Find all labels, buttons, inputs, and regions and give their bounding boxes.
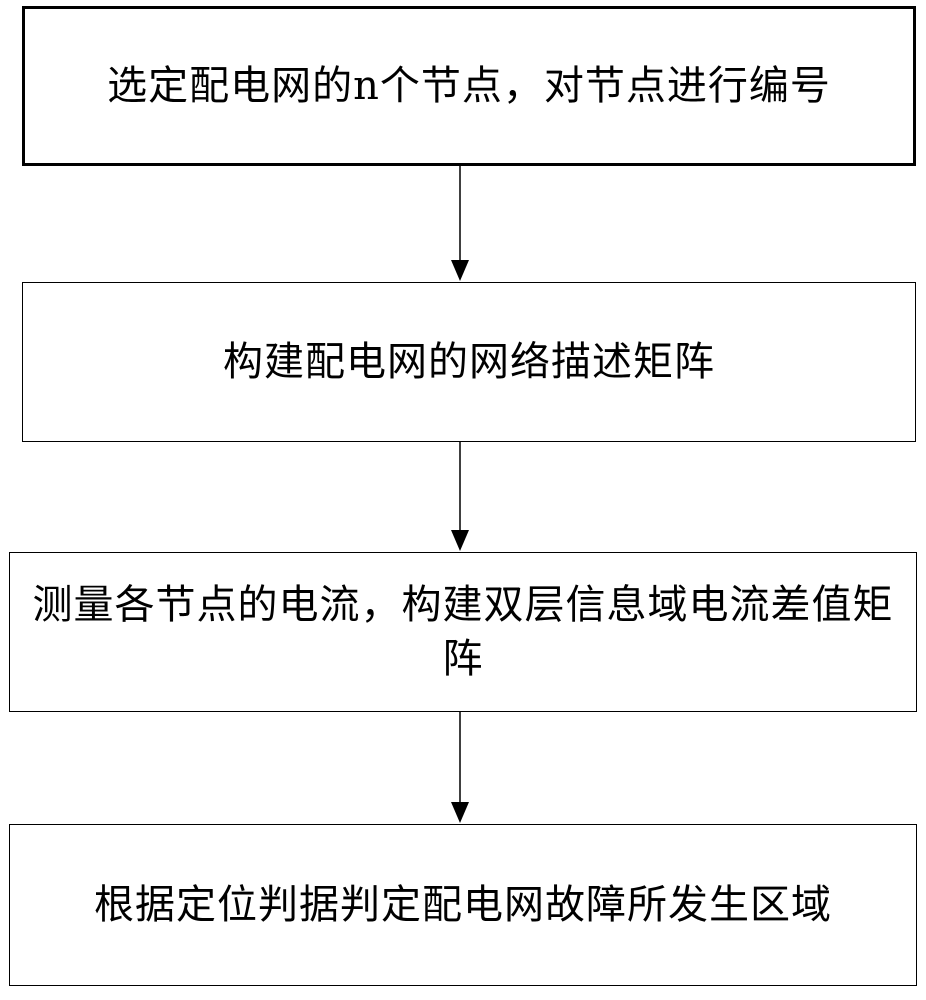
flow-step-2-box: 构建配电网的网络描述矩阵: [22, 282, 916, 442]
flow-step-3-label: 测量各节点的电流，构建双层信息域电流差值矩阵: [32, 582, 894, 682]
arrow-3-to-4: [451, 712, 469, 823]
flow-step-4-box: 根据定位判据判定配电网故障所发生区域: [9, 824, 917, 986]
arrow-1-to-2: [451, 166, 469, 281]
flow-step-1-box: 选定配电网的n个节点，对节点进行编号: [22, 6, 916, 166]
flow-step-3-box: 测量各节点的电流，构建双层信息域电流差值矩阵: [9, 552, 917, 712]
flow-step-2-label: 构建配电网的网络描述矩阵: [223, 339, 715, 385]
arrow-1-head: [451, 260, 469, 281]
flow-step-1-label: 选定配电网的n个节点，对节点进行编号: [107, 63, 831, 109]
flow-step-4-label: 根据定位判据判定配电网故障所发生区域: [94, 882, 832, 928]
arrow-2-head: [451, 530, 469, 551]
arrow-3-head: [451, 802, 469, 823]
arrow-2-to-3: [451, 442, 469, 551]
